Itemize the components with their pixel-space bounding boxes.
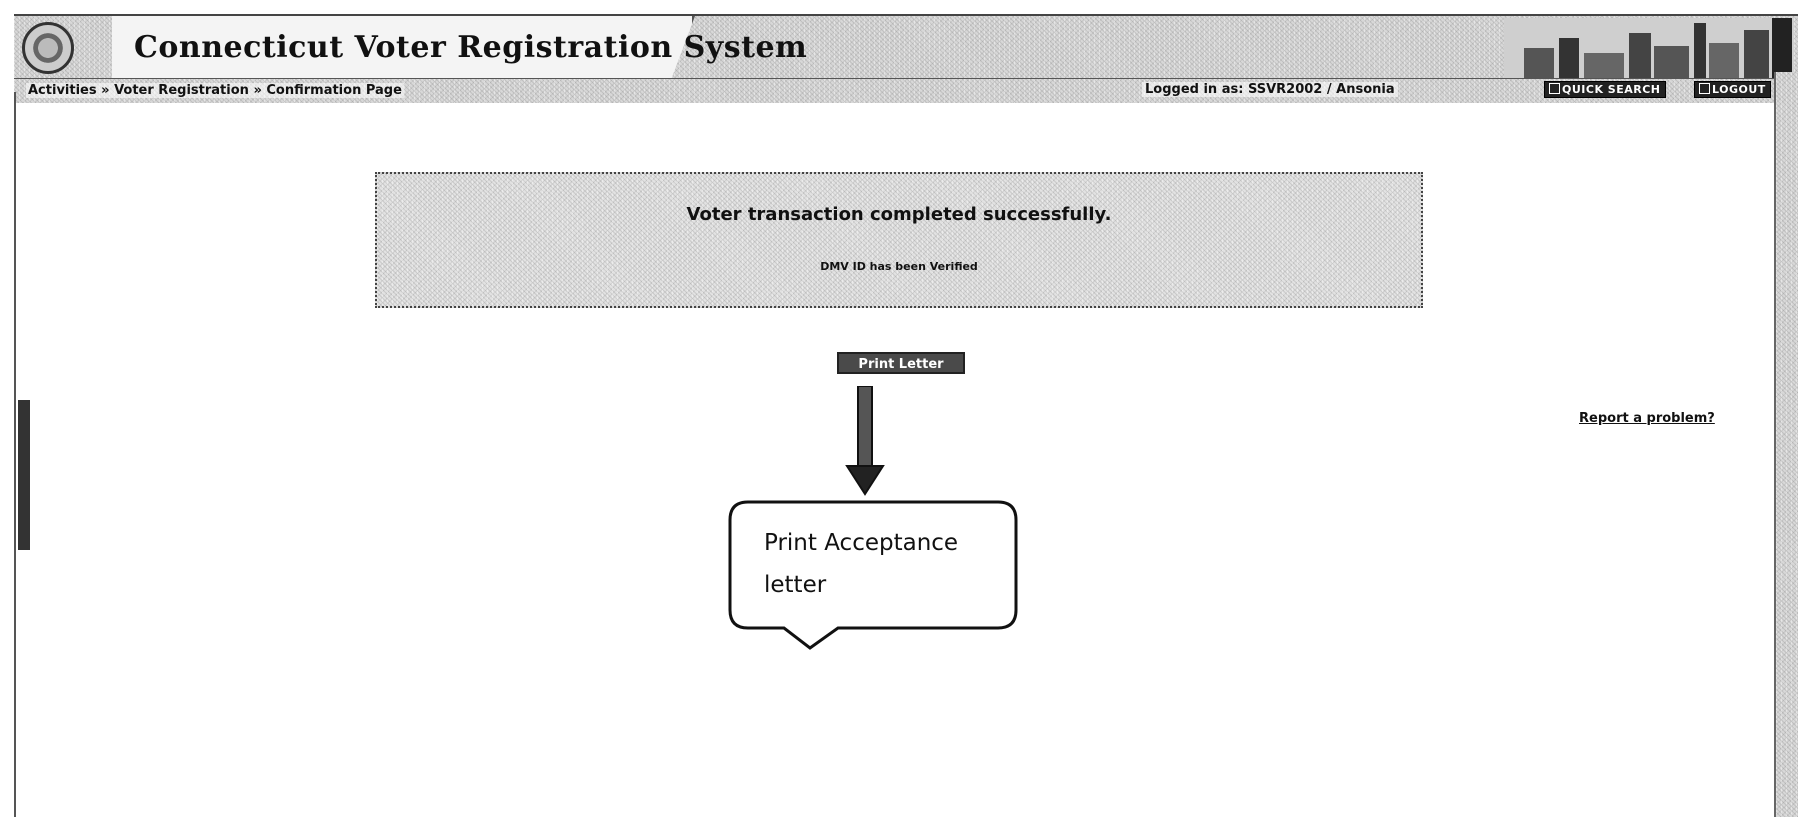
annotation-callout-bubble — [728, 500, 1018, 650]
callout-text: Print Acceptance letter — [764, 522, 1004, 606]
header-banner: Connecticut Voter Registration System — [14, 16, 1798, 78]
callout-line-1: Print Acceptance — [764, 530, 959, 556]
title-tab — [112, 16, 695, 78]
vertical-scrollbar[interactable] — [1774, 72, 1798, 817]
breadcrumb-separator: » — [101, 83, 110, 98]
report-problem-link[interactable]: Report a problem? — [1579, 411, 1715, 426]
side-panel-toggle[interactable] — [18, 400, 30, 550]
print-letter-button[interactable]: Print Letter — [837, 352, 965, 374]
header-subbar: Activities » Voter Registration » Confir… — [14, 78, 1798, 103]
logged-in-label: Logged in as: — [1145, 82, 1244, 97]
breadcrumb-item-voter-registration[interactable]: Voter Registration — [114, 83, 249, 98]
breadcrumb-item-confirmation: Confirmation Page — [266, 83, 402, 98]
state-seal-icon — [22, 22, 74, 74]
city-skyline-icon — [1504, 18, 1794, 78]
logged-in-status: Logged in as: SSVR2002 / Ansonia — [1142, 82, 1398, 97]
down-arrow-icon — [845, 386, 885, 496]
callout-line-2: letter — [764, 572, 827, 598]
logged-in-user: SSVR2002 / Ansonia — [1247, 82, 1395, 97]
confirmation-sub-message: DMV ID has been Verified — [820, 260, 978, 273]
logout-button[interactable]: LOGOUT — [1694, 81, 1771, 98]
breadcrumb-separator: » — [253, 83, 262, 98]
confirmation-message: Voter transaction completed successfully… — [686, 204, 1112, 225]
app-title: Connecticut Voter Registration System — [134, 30, 808, 65]
breadcrumb-item-activities[interactable]: Activities — [28, 83, 97, 98]
confirmation-panel: Voter transaction completed successfully… — [375, 172, 1423, 308]
app-header: Connecticut Voter Registration System Ac… — [14, 14, 1798, 103]
quick-search-label: QUICK SEARCH — [1562, 83, 1661, 96]
quick-search-button[interactable]: QUICK SEARCH — [1544, 81, 1666, 98]
left-frame-border — [14, 92, 32, 817]
breadcrumb: Activities » Voter Registration » Confir… — [26, 83, 404, 98]
close-icon — [1699, 83, 1710, 94]
search-icon — [1549, 83, 1560, 94]
logout-label: LOGOUT — [1712, 83, 1766, 96]
